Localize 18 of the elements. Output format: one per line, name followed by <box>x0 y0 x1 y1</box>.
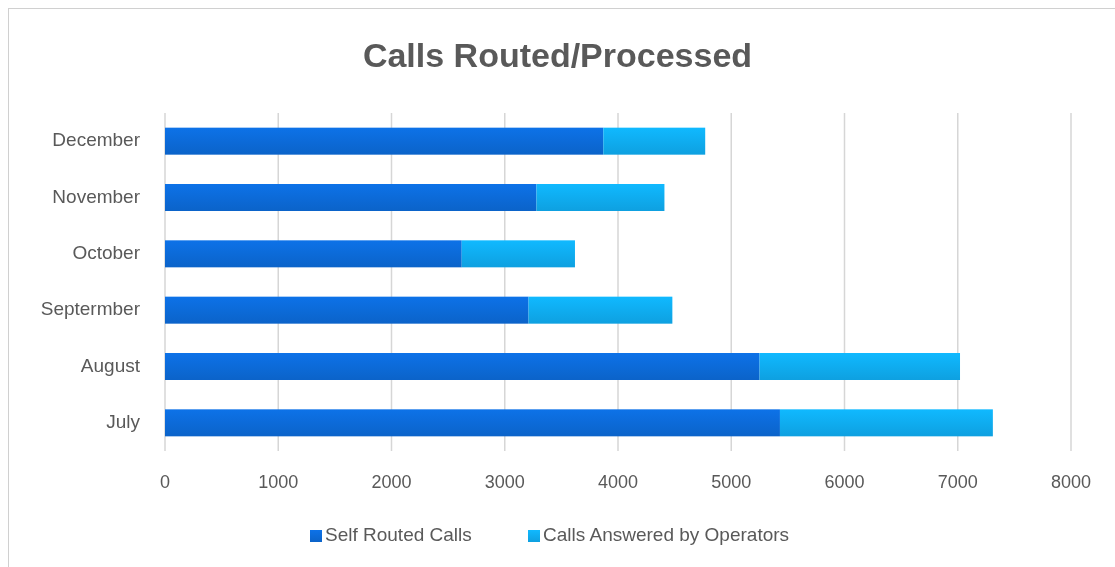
category-label: December <box>51 129 140 152</box>
category-label: Septermber <box>39 298 140 321</box>
legend-label: Calls Answered by Operators <box>543 524 790 546</box>
category-label: July <box>105 410 140 433</box>
axis-tick-label: 1000 <box>257 472 300 493</box>
axis-tick-label: 7000 <box>936 472 979 493</box>
axis-tick-label: 6000 <box>823 472 866 493</box>
axis-tick-label: 4000 <box>596 472 639 493</box>
chart-title: Calls Routed/Processed <box>361 36 754 75</box>
axis-tick-label: 0 <box>159 472 171 493</box>
axis-tick-label: 5000 <box>710 472 753 493</box>
category-label: October <box>71 241 140 264</box>
category-label: November <box>51 185 140 208</box>
axis-tick-label: 8000 <box>1049 472 1092 493</box>
axis-tick-label: 2000 <box>370 472 413 493</box>
category-label: August <box>79 354 140 377</box>
legend-label: Self Routed Calls <box>325 524 472 546</box>
axis-tick-label: 3000 <box>483 472 526 493</box>
